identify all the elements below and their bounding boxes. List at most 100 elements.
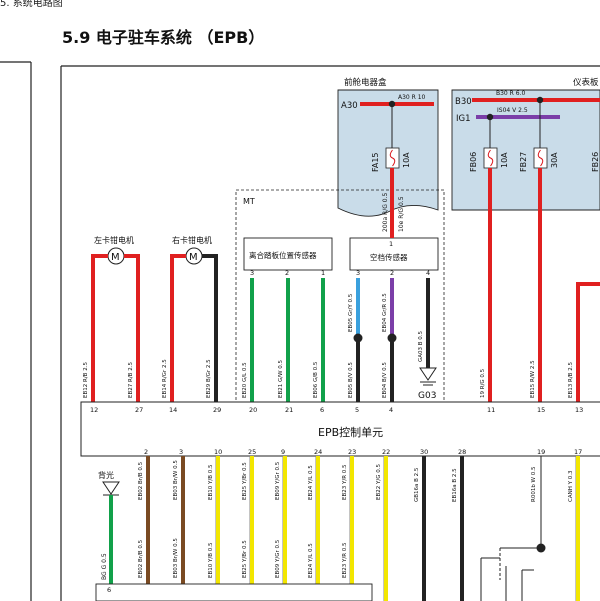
upper-wire-label: EB12 R/B 2.5	[83, 362, 89, 398]
instrument-fusebox-label: 仪表板	[573, 77, 599, 88]
module-pin-lower: 10	[214, 448, 222, 456]
gear-wire-2-junction	[387, 333, 397, 343]
lower-connector	[95, 583, 373, 601]
lower-right-switch	[480, 543, 546, 601]
ig1-label: IG1	[456, 114, 471, 124]
wire-mid-label: 200a R/G 0.5	[382, 192, 389, 232]
clutch-pin: 1	[321, 269, 325, 277]
wire-mid-label: 10e R/G 0.5	[398, 196, 405, 232]
b30-wire-label: B30 R 6.0	[496, 90, 525, 97]
fuse-fb27	[533, 147, 548, 169]
lower-wire-label-2: EB02 Br/B 0.5	[138, 539, 144, 578]
module-pin-lower: 17	[574, 448, 582, 456]
lower-wire-label: EB22 Y/G 0.5	[376, 464, 382, 500]
lower-wire-label-2: EB23 Y/R 0.5	[342, 542, 348, 578]
right-motor-label: 右卡钳电机	[172, 235, 212, 245]
fuse-fa15	[385, 147, 400, 169]
module-pin-upper: 29	[213, 406, 221, 414]
gear-pin: 4	[426, 269, 430, 277]
fuse-fb27-id: FB27	[519, 152, 528, 172]
upper-wire-label: EB13 R/B 2.5	[568, 362, 574, 398]
fuse-fb06-rating: 10A	[500, 152, 509, 168]
section-title: 5.9 电子驻车系统 （EPB）	[62, 28, 265, 47]
fuse-fb06-id: FB06	[469, 152, 478, 172]
upper-wire-label: EB14 R/Gr 2.5	[162, 359, 168, 398]
clutch-pin: 3	[250, 269, 254, 277]
upper-wire-label: EB04 B/V 0.5	[382, 362, 388, 398]
gear-wire-1-junction	[353, 333, 363, 343]
fuse-fb06	[483, 147, 498, 169]
mt-group	[235, 189, 445, 413]
upper-wire-label: EB20 G/L 0.5	[242, 362, 248, 398]
module-pin-upper: 11	[487, 406, 495, 414]
lower-wire-label: EB23 Y/R 0.5	[342, 464, 348, 500]
module-pin-upper: 12	[90, 406, 98, 414]
fuse-fb27-rating: 30A	[550, 152, 559, 168]
epb-module-label: EPB控制单元	[318, 425, 383, 439]
upper-wire-label: EB05 B/V 0.5	[348, 362, 354, 398]
right-motor-symbol: M	[189, 252, 198, 263]
left-motor-symbol: M	[111, 252, 120, 263]
mid-wire-label: EB04 Gr/R 0.5	[382, 293, 388, 332]
fuse-fb26-id: FB26	[591, 152, 600, 172]
module-pin-lower: 9	[281, 448, 285, 456]
lower-wire-label: EB24 Y/L 0.5	[308, 465, 314, 500]
lower-wire-label-2: EB25 Y/Br 0.5	[242, 540, 248, 578]
fuse-fa15-id: FA15	[371, 152, 380, 172]
module-pin-lower: 2	[144, 448, 148, 456]
right-motor-wire-a	[170, 254, 186, 402]
upper-wire-label: EB27 R/B 2.5	[128, 362, 134, 398]
gear-sensor-box	[349, 237, 439, 271]
module-pin-lower: 23	[348, 448, 356, 456]
b30-label: B30	[455, 97, 472, 107]
lower-wire-label: EB10 Y/B 0.5	[208, 464, 214, 500]
lower-wire-label: EB02 Br/B 0.5	[138, 461, 144, 500]
upper-wire-label: EB21 G/W 0.5	[278, 359, 284, 398]
gear-pin: 2	[390, 269, 394, 277]
left-motor-label: 左卡钳电机	[94, 235, 134, 245]
clutch-sensor-box	[243, 237, 333, 271]
epb-module-box	[80, 401, 600, 457]
module-pin-upper: 5	[355, 406, 359, 414]
gear-pin: 3	[356, 269, 360, 277]
module-pin-upper: 6	[320, 406, 324, 414]
a30-wire-label: A30 R 10	[398, 94, 426, 101]
upper-wire-label: EB29 B/Gr 2.5	[206, 359, 212, 398]
page-header: 5. 系统电路图	[0, 0, 63, 9]
lower-conn-pin: 6	[107, 586, 111, 594]
module-pin-lower: 25	[248, 448, 256, 456]
mid-wire-label: GA03 B 0.5	[418, 330, 424, 362]
ground-label: G03	[418, 391, 436, 401]
right-motor-wire-b	[202, 254, 218, 402]
mt-label: MT	[243, 197, 255, 206]
lower-wire-label-2: EB24 Y/L 0.5	[308, 543, 314, 578]
front-fusebox-label: 前舱电器盒	[344, 77, 387, 88]
fb26-out-wire	[576, 282, 600, 402]
module-pin-lower: 24	[314, 448, 322, 456]
backlight-wire-label: BG G 0.5	[101, 553, 108, 580]
lower-wire-label: CANH Y 0.3	[568, 470, 574, 502]
lower-wire-label-2: EB03 Br/W 0.5	[173, 538, 179, 578]
upper-wire-label: EB15 R/W 2.5	[530, 360, 536, 398]
left-motor-wire-a	[91, 254, 108, 402]
module-pin-upper: 14	[169, 406, 177, 414]
module-pin-upper: 4	[389, 406, 393, 414]
lower-wire-label: EB03 Br/W 0.5	[173, 460, 179, 500]
ig1-wire-label: IS04 V 2.5	[497, 107, 528, 114]
clutch-sensor-label: 离合踏板位置传感器	[249, 250, 317, 260]
lower-wire-label-2: EB09 Y/Gr 0.5	[275, 539, 281, 578]
lower-wire-label: EB25 Y/Br 0.5	[242, 462, 248, 500]
backlight-label: 背光	[98, 470, 114, 480]
module-pin-lower: 28	[458, 448, 466, 456]
gear-pin: 1	[389, 240, 393, 248]
module-pin-upper: 15	[537, 406, 545, 414]
module-pin-upper: 27	[135, 406, 143, 414]
module-pin-upper: 21	[285, 406, 293, 414]
gear-sensor-label: 空档传感器	[370, 252, 408, 262]
a30-label: A30	[341, 101, 358, 111]
lower-wire-label: R001b W 0.5	[531, 466, 537, 502]
module-pin-upper: 20	[249, 406, 257, 414]
module-pin-lower: 22	[382, 448, 390, 456]
mid-wire-label: EB05 Gr/Y 0.5	[348, 293, 354, 332]
